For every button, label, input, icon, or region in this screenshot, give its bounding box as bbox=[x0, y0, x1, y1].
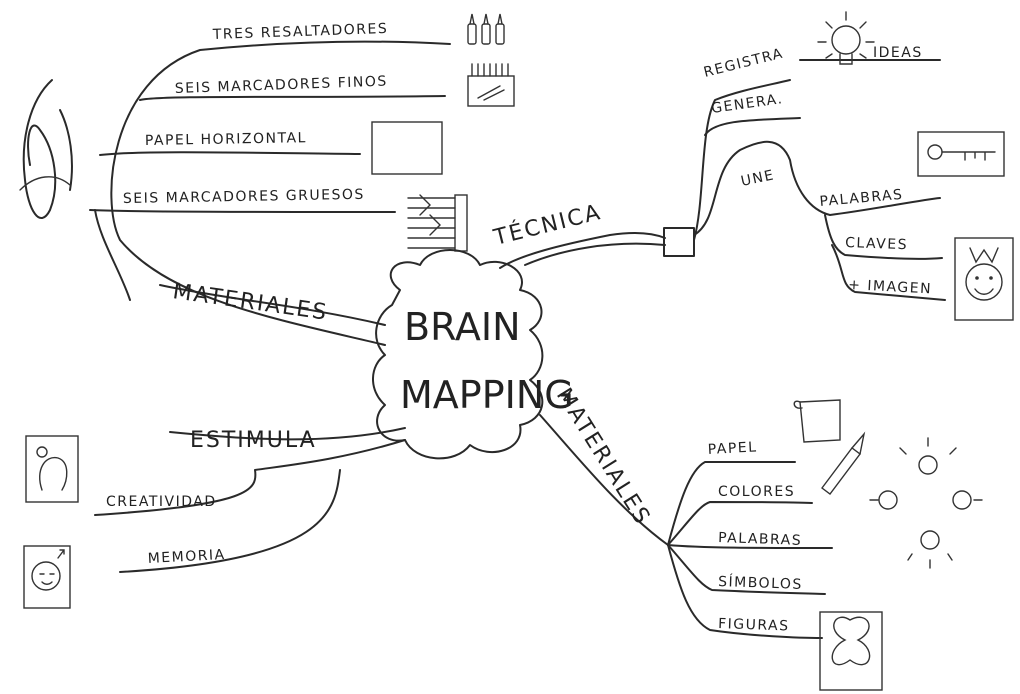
center-title-line2: MAPPING bbox=[400, 373, 574, 417]
highlighters-icon bbox=[467, 13, 505, 45]
label-genera: GENERA. bbox=[710, 91, 784, 117]
label-creatividad: CREATIVIDAD bbox=[106, 494, 217, 510]
label-materiales-left: MATERIALES bbox=[171, 279, 330, 326]
scroll-icon bbox=[793, 399, 841, 443]
label-tecnica: TÉCNICA bbox=[490, 199, 604, 251]
fine-markers-icon bbox=[467, 63, 515, 107]
square-node-icon bbox=[663, 227, 695, 257]
label-claves: CLAVES bbox=[845, 235, 908, 253]
label-imagen: + IMAGEN bbox=[848, 277, 933, 297]
branch-tecnica bbox=[499, 58, 946, 301]
label-seis-marcadores-finos: SEIS MARCADORES FINOS bbox=[175, 74, 388, 97]
label-memoria: MEMORIA bbox=[147, 547, 226, 567]
face-icon bbox=[954, 237, 1014, 321]
pencil-icon bbox=[821, 431, 866, 495]
key-icon bbox=[917, 131, 1005, 177]
label-papel-horizontal: PAPEL HORIZONTAL bbox=[145, 130, 307, 149]
branch-estimula bbox=[94, 427, 406, 573]
lightbulb-icon bbox=[817, 11, 875, 65]
label-registra: REGISTRA bbox=[702, 46, 785, 81]
label-seis-marcadores-gruesos: SEIS MARCADORES GRUESOS bbox=[123, 187, 365, 207]
branch-materiales-left bbox=[89, 40, 451, 346]
center-title-line1: BRAIN bbox=[404, 305, 521, 349]
label-palabras-tecnica: PALABRAS bbox=[819, 187, 904, 210]
signature-mark bbox=[19, 79, 73, 219]
label-simbolos: SÍMBOLOS bbox=[718, 573, 803, 593]
label-materiales-right: MATERIALES bbox=[551, 384, 655, 530]
label-papel: PAPEL bbox=[707, 439, 757, 458]
thick-markers-icon bbox=[407, 194, 468, 252]
label-tres-resaltadores: TRES RESALTADORES bbox=[212, 21, 389, 43]
label-figuras: FIGURAS bbox=[718, 616, 790, 634]
label-palabras-materiales: PALABRAS bbox=[718, 530, 803, 549]
butterfly-icon bbox=[819, 611, 883, 691]
label-estimula: ESTIMULA bbox=[190, 428, 317, 453]
lightbulbs-cluster-icon bbox=[869, 437, 983, 569]
center-cloud bbox=[372, 249, 544, 460]
creative-head-icon bbox=[25, 435, 79, 503]
branch-materiales-right bbox=[539, 414, 833, 639]
label-colores: COLORES bbox=[718, 484, 795, 500]
memory-head-icon bbox=[23, 545, 71, 609]
label-ideas: IDEAS bbox=[873, 45, 923, 61]
label-une: UNE bbox=[740, 167, 777, 190]
blank-paper-icon bbox=[371, 121, 443, 175]
